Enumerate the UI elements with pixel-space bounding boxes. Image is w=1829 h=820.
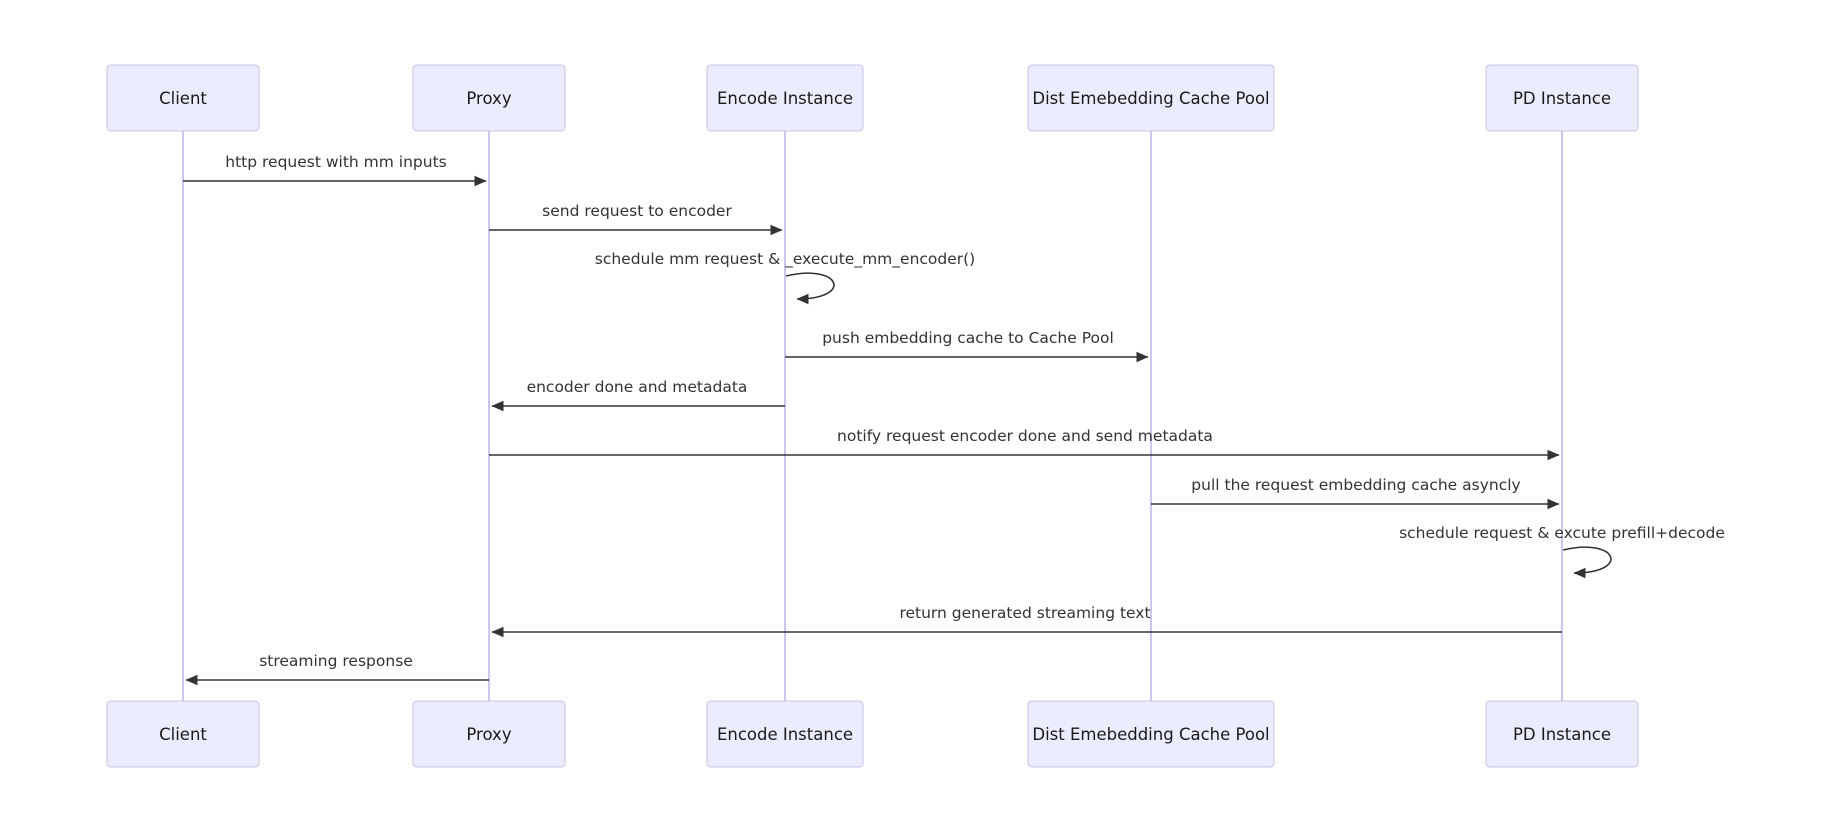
actor-top-proxy: Proxy (412, 64, 566, 132)
message-label: schedule mm request & _execute_mm_encode… (595, 250, 975, 269)
actor-label: Proxy (466, 725, 511, 744)
actor-bottom-pd-instance: PD Instance (1485, 700, 1639, 768)
self-loop-arrow (785, 272, 835, 305)
actor-top-pd-instance: PD Instance (1485, 64, 1639, 132)
message-label: return generated streaming text (899, 604, 1150, 622)
message-return-streaming-text: return generated streaming text (491, 604, 1562, 638)
message-schedule-request-self-loop: schedule request & excute prefill+decode (1399, 524, 1725, 579)
message-schedule-mm-request-self-loop: schedule mm request & _execute_mm_encode… (595, 250, 975, 305)
actor-label: Dist Emebedding Cache Pool (1032, 725, 1269, 744)
actor-label: Encode Instance (717, 89, 853, 108)
actor-top-dist-embedding-cache-pool: Dist Emebedding Cache Pool (1027, 64, 1275, 132)
actor-box (412, 64, 566, 132)
message-label: push embedding cache to Cache Pool (822, 329, 1114, 347)
message-streaming-response: streaming response (185, 652, 489, 686)
message-label: pull the request embedding cache asyncly (1191, 476, 1520, 494)
message-label: send request to encoder (542, 202, 732, 220)
actor-box (1485, 64, 1639, 132)
actor-label: PD Instance (1513, 725, 1611, 744)
message-push-embedding-cache: push embedding cache to Cache Pool (785, 329, 1149, 363)
message-label: encoder done and metadata (527, 378, 748, 396)
actor-box (1485, 700, 1639, 768)
message-notify-request-encoder-done: notify request encoder done and send met… (489, 427, 1560, 461)
actor-box (106, 64, 260, 132)
actor-bottom-dist-embedding-cache-pool: Dist Emebedding Cache Pool (1027, 700, 1275, 768)
actor-label: Client (159, 725, 207, 744)
actor-label: Client (159, 89, 207, 108)
actor-box (106, 700, 260, 768)
actor-bottom-proxy: Proxy (412, 700, 566, 768)
self-loop-arrow (1562, 546, 1612, 579)
message-http-request: http request with mm inputs (183, 153, 487, 187)
actor-box (1027, 64, 1275, 132)
actor-box (1027, 700, 1275, 768)
message-label: notify request encoder done and send met… (837, 427, 1213, 445)
actor-box (412, 700, 566, 768)
actor-label: PD Instance (1513, 89, 1611, 108)
actor-bottom-client: Client (106, 700, 260, 768)
actor-label: Proxy (466, 89, 511, 108)
actor-top-client: Client (106, 64, 260, 132)
message-label: http request with mm inputs (225, 153, 446, 171)
message-encoder-done: encoder done and metadata (491, 378, 785, 412)
message-pull-embedding-cache: pull the request embedding cache asyncly (1151, 476, 1560, 510)
actor-label: Encode Instance (717, 725, 853, 744)
message-label: streaming response (259, 652, 413, 670)
actor-box (706, 64, 864, 132)
message-send-request-to-encoder: send request to encoder (489, 202, 783, 236)
actor-box (706, 700, 864, 768)
actor-bottom-encode-instance: Encode Instance (706, 700, 864, 768)
actor-label: Dist Emebedding Cache Pool (1032, 89, 1269, 108)
message-label: schedule request & excute prefill+decode (1399, 524, 1725, 542)
actor-top-encode-instance: Encode Instance (706, 64, 864, 132)
